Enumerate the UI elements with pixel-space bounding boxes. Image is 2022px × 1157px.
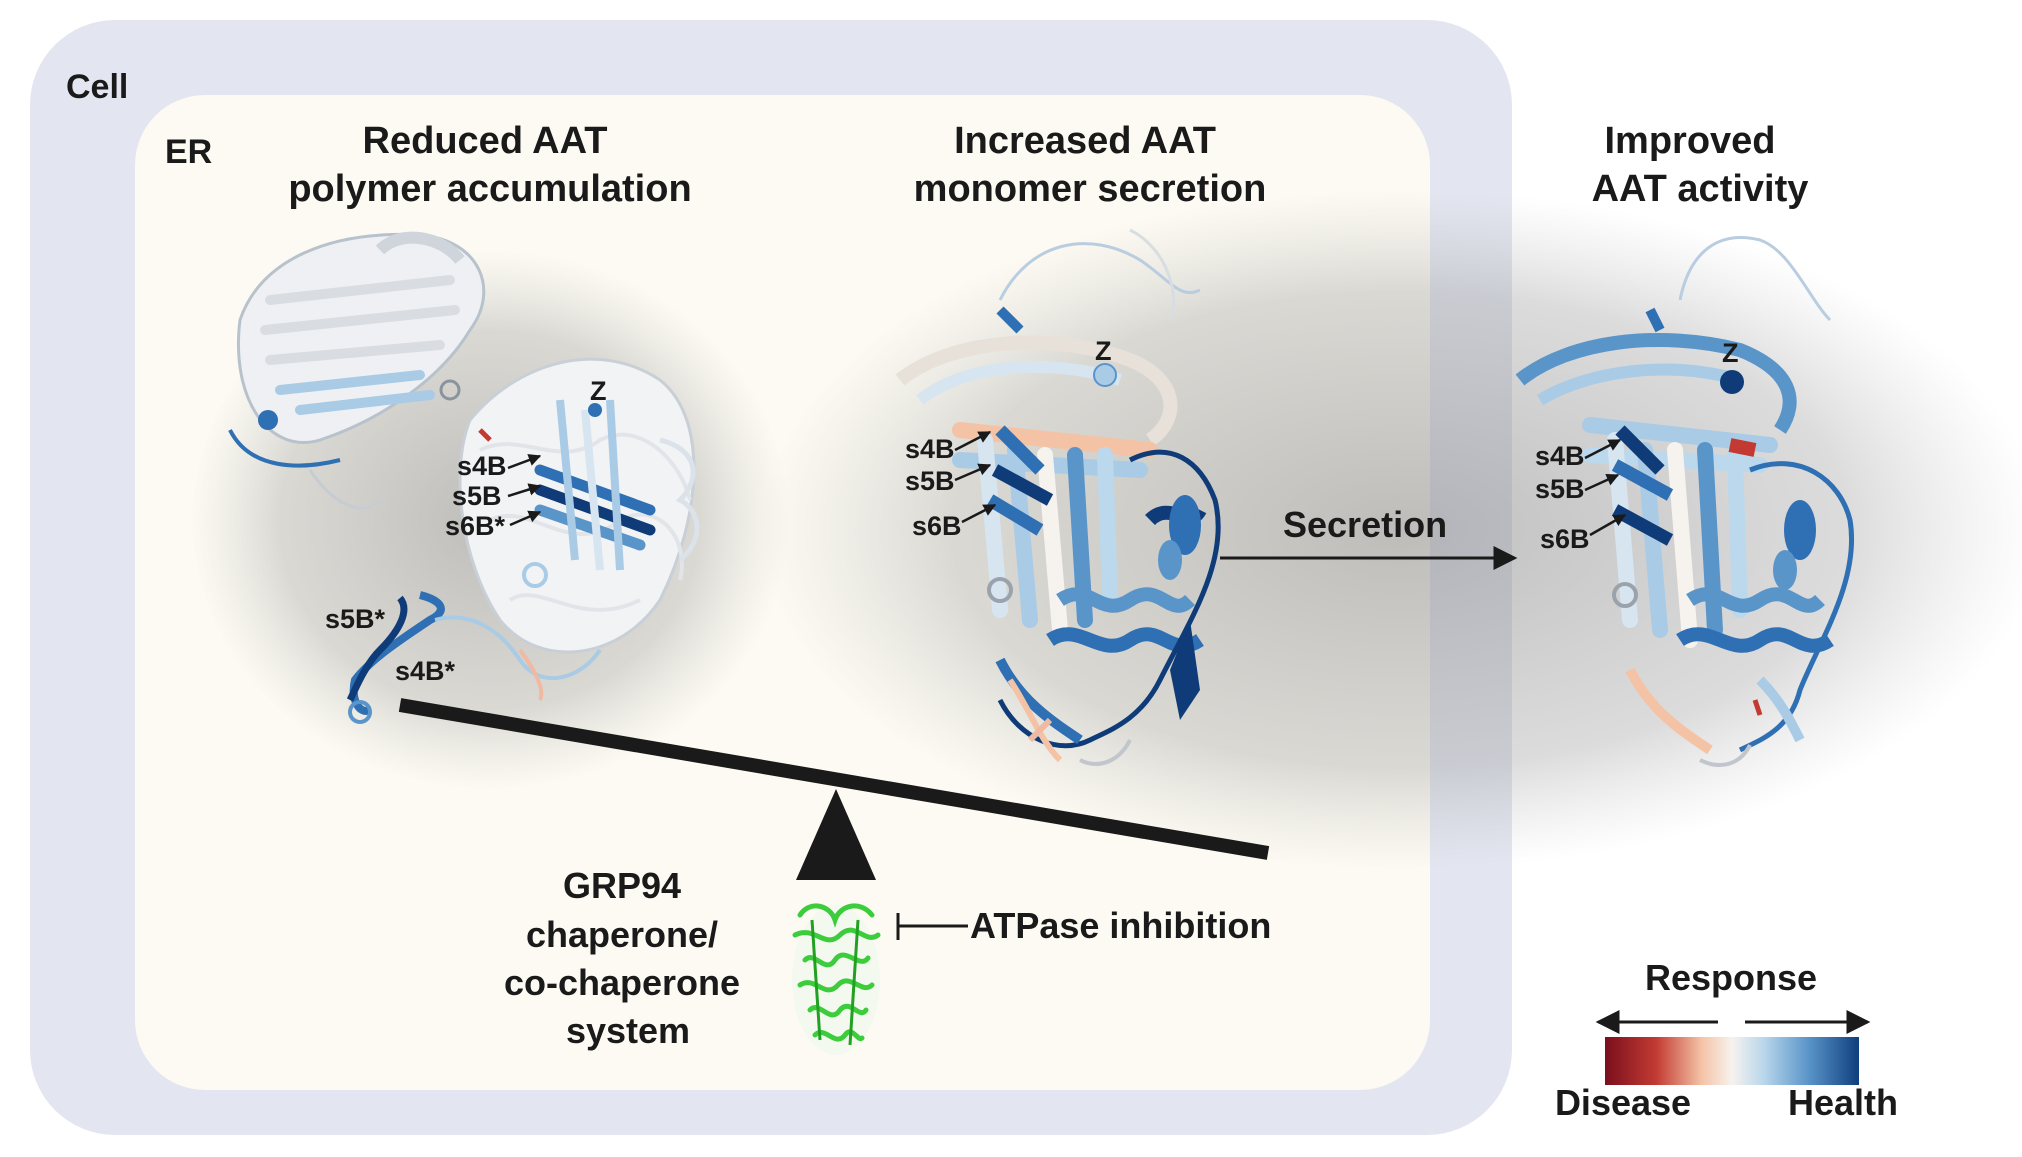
aat-secreted-structure: [1515, 236, 1854, 767]
activity-title-line1: Improved: [1604, 120, 1775, 162]
polymer-s4b-label: s4B: [457, 451, 507, 481]
er-label: ER: [165, 133, 212, 171]
secretion-label: Secretion: [1283, 504, 1447, 545]
secretion-shadow: [760, 190, 2022, 870]
atpase-inhibition-label: ATPase inhibition: [970, 905, 1271, 946]
polymer-z-label: Z: [590, 376, 607, 406]
activity-title-line2: AAT activity: [1592, 168, 1809, 210]
monomer-s5b-label: s5B: [905, 466, 955, 496]
legend-title: Response: [1645, 957, 1817, 998]
aat-polymer-structure: [228, 231, 700, 724]
legend-low-label: Disease: [1555, 1082, 1691, 1123]
polymer-title-line2: polymer accumulation: [288, 168, 691, 210]
polymer-strand-pointers: [507, 454, 542, 527]
secreted-s5b-label: s5B: [1535, 474, 1585, 504]
secreted-s4b-label: s4B: [1535, 441, 1585, 471]
polymer-s6b-label: s6B*: [445, 511, 506, 541]
monomer-z-label: Z: [1095, 336, 1112, 366]
monomer-strand-pointers: [954, 430, 997, 524]
balance-fulcrum: [796, 789, 876, 880]
aat-monomer-structure: [895, 228, 1221, 766]
monomer-title-line2: monomer secretion: [914, 168, 1267, 210]
legend-high-label: Health: [1788, 1082, 1898, 1123]
polymer-title-line1: Reduced AAT: [363, 120, 608, 162]
secreted-s6b-label: s6B: [1540, 524, 1590, 554]
balance-beam: [398, 698, 1270, 860]
response-legend: Response Disease Health: [1555, 957, 1898, 1123]
secreted-strand-pointers: [1584, 438, 1627, 537]
chaperone-line1: GRP94: [563, 865, 681, 906]
monomer-s4b-label: s4B: [905, 434, 955, 464]
polymer-s5b-star-label: s5B*: [325, 604, 386, 634]
monomer-title-line1: Increased AAT: [954, 120, 1216, 162]
chaperone-line3: co-chaperone: [504, 962, 740, 1003]
secreted-z-label: Z: [1722, 338, 1739, 368]
legend-color-bar: [1605, 1037, 1859, 1085]
grp94-chaperone-structure: [792, 903, 881, 1055]
chaperone-line4: system: [566, 1010, 690, 1051]
monomer-s6b-label: s6B: [912, 511, 962, 541]
polymer-s4b-star-label: s4B*: [395, 656, 456, 686]
polymer-s5b-label: s5B: [452, 481, 502, 511]
chaperone-line2: chaperone/: [526, 914, 718, 955]
cell-label: Cell: [66, 68, 128, 106]
